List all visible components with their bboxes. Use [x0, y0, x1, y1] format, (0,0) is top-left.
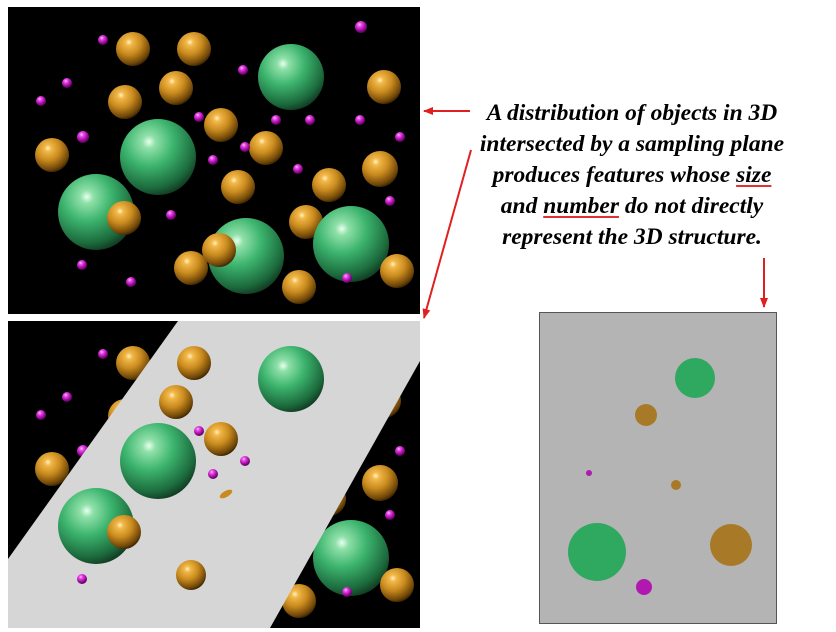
3d-distribution-with-plane-image — [8, 321, 420, 628]
small-sphere — [342, 273, 352, 283]
large-sphere — [120, 423, 196, 499]
section-circle-orange-1 — [635, 404, 657, 426]
large-sphere — [120, 119, 196, 195]
small-sphere — [271, 115, 281, 125]
caption-line-2: intersected by a sampling plane — [479, 131, 785, 157]
medium-sphere — [108, 85, 142, 119]
medium-sphere — [177, 32, 211, 66]
small-sphere — [77, 574, 87, 584]
small-sphere — [62, 392, 72, 402]
caption-line-4-text-a: and — [500, 193, 544, 219]
small-sphere — [77, 260, 87, 270]
small-sphere — [208, 469, 218, 479]
caption-word-number: number — [543, 193, 619, 219]
small-sphere — [395, 132, 405, 142]
small-sphere — [342, 587, 352, 597]
medium-sphere — [159, 385, 193, 419]
3d-spheres-with-plane — [8, 321, 420, 628]
medium-sphere — [380, 254, 414, 288]
small-sphere — [355, 115, 365, 125]
3d-distribution-image — [8, 7, 420, 314]
caption-line-3: produces features whose size — [436, 160, 828, 191]
medium-sphere — [204, 108, 238, 142]
small-sphere — [126, 277, 136, 287]
section-circle-magenta — [636, 579, 652, 595]
section-circles — [568, 358, 752, 595]
section-circle-magenta-dot — [586, 470, 592, 476]
large-sphere — [258, 346, 324, 412]
small-sphere — [208, 155, 218, 165]
large-sphere — [313, 206, 389, 282]
medium-sphere — [35, 138, 69, 172]
small-sphere — [293, 164, 303, 174]
caption-line-4: and number do not directly — [436, 191, 828, 222]
small-sphere — [305, 115, 315, 125]
large-sphere — [258, 44, 324, 110]
cut-section — [219, 489, 233, 499]
small-sphere — [98, 349, 108, 359]
small-sphere — [62, 78, 72, 88]
medium-sphere — [202, 233, 236, 267]
medium-sphere — [107, 201, 141, 235]
small-sphere — [166, 210, 176, 220]
caption-word-size: size — [736, 162, 772, 188]
small-sphere — [395, 446, 405, 456]
medium-sphere — [35, 452, 69, 486]
medium-sphere — [174, 251, 208, 285]
medium-sphere — [221, 170, 255, 204]
section-circle-orange-2 — [710, 524, 752, 566]
small-sphere — [98, 35, 108, 45]
medium-sphere — [282, 270, 316, 304]
medium-sphere — [116, 32, 150, 66]
small-sphere — [36, 410, 46, 420]
small-sphere — [385, 196, 395, 206]
medium-sphere — [159, 71, 193, 105]
small-sphere — [240, 142, 250, 152]
medium-sphere — [312, 168, 346, 202]
section-plane-image — [539, 312, 777, 624]
section-circle-orange-dot — [671, 480, 681, 490]
medium-sphere — [176, 560, 206, 590]
small-sphere — [385, 510, 395, 520]
small-sphere — [194, 426, 204, 436]
small-sphere — [194, 112, 204, 122]
small-sphere — [238, 65, 248, 75]
caption-line-4-text-b: do not directly — [618, 193, 764, 219]
medium-sphere — [282, 584, 316, 618]
medium-sphere — [367, 70, 401, 104]
medium-sphere — [362, 465, 398, 501]
medium-sphere — [107, 515, 141, 549]
section-circle-green-small — [675, 358, 715, 398]
small-sphere — [240, 456, 250, 466]
medium-sphere — [362, 151, 398, 187]
section-circle-green-large — [568, 523, 626, 581]
small-sphere — [77, 131, 89, 143]
3d-spheres-top — [35, 21, 414, 304]
medium-sphere — [204, 422, 238, 456]
large-sphere — [313, 520, 389, 596]
caption-line-1: A distribution of objects in 3D — [486, 100, 778, 126]
caption-line-3-text: produces features whose — [492, 162, 737, 188]
medium-sphere — [380, 568, 414, 602]
caption-line-5: represent the 3D structure. — [502, 224, 762, 250]
medium-sphere — [249, 131, 283, 165]
small-sphere — [355, 21, 367, 33]
medium-sphere — [177, 346, 211, 380]
caption-text: A distribution of objects in 3D intersec… — [436, 98, 828, 253]
medium-sphere — [289, 205, 323, 239]
small-sphere — [36, 96, 46, 106]
medium-sphere — [116, 346, 150, 380]
